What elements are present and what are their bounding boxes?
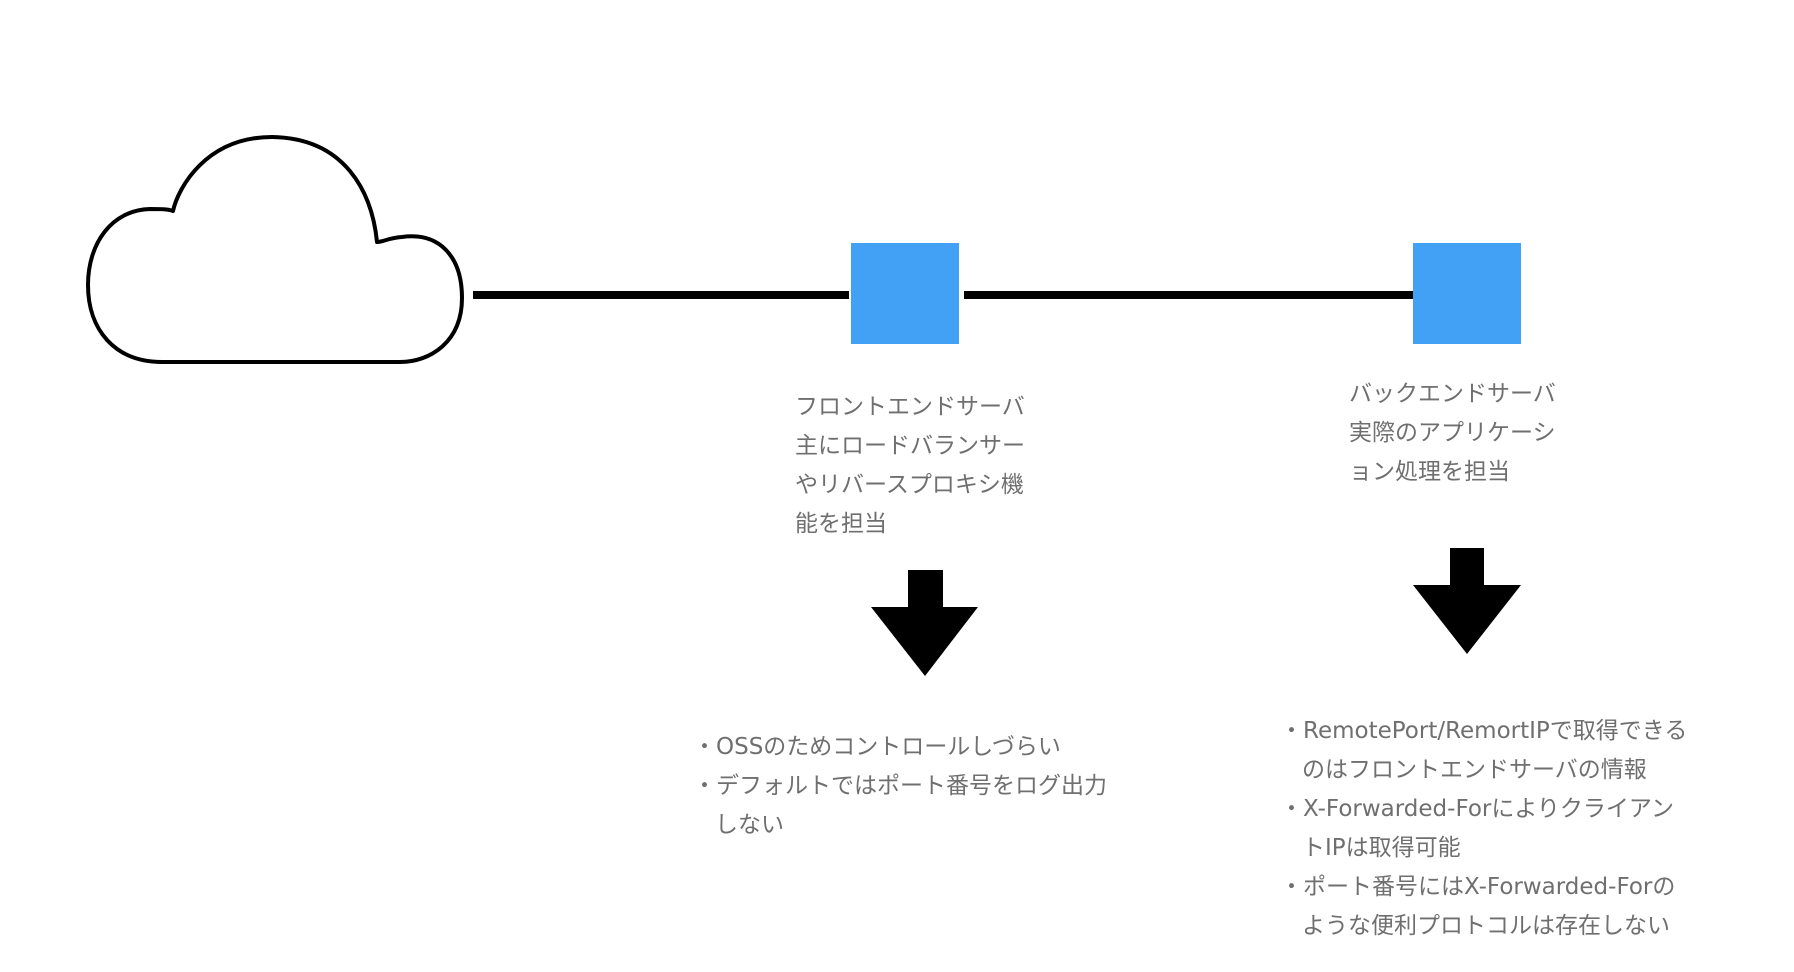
backend-note-line: トIPは取得可能 [1302, 835, 1461, 861]
frontend-note-line: しない [715, 812, 784, 838]
down-arrow-icon [871, 570, 978, 676]
cloud-icon [86, 135, 464, 364]
backend-notes: ・RemotePort/RemortIPで取得できる のはフロントエンドサーバの… [1280, 712, 1687, 946]
backend-note-line: ・ポート番号にはX-Forwarded-Forの [1280, 874, 1676, 900]
down-arrow-icon [1413, 548, 1521, 654]
frontend-description: フロントエンドサーバ 主にロードバランサー やリバースプロキシ機 能を担当 [795, 388, 1025, 544]
frontend-description-line: 能を担当 [795, 511, 887, 537]
frontend-note-line: ・OSSのためコントロールしづらい [693, 734, 1061, 760]
frontend-note-line: ・デフォルトではポート番号をログ出力 [693, 773, 1107, 799]
frontend-server-node [851, 243, 959, 344]
frontend-description-line: フロントエンドサーバ [795, 394, 1025, 420]
backend-note-line: ような便利プロトコルは存在しない [1302, 913, 1670, 939]
frontend-description-line: 主にロードバランサー [795, 433, 1025, 459]
backend-description-line: バックエンドサーバ [1349, 381, 1556, 407]
frontend-notes: ・OSSのためコントロールしづらい ・デフォルトではポート番号をログ出力 しない [693, 728, 1107, 845]
backend-note-line: ・X-Forwarded-Forによりクライアン [1280, 796, 1675, 822]
backend-description-line: ョン処理を担当 [1349, 459, 1510, 485]
backend-server-node [1413, 243, 1521, 344]
backend-note-line: のはフロントエンドサーバの情報 [1302, 757, 1647, 783]
frontend-description-line: やリバースプロキシ機 [795, 472, 1024, 498]
backend-note-line: ・RemotePort/RemortIPで取得できる [1280, 718, 1688, 744]
backend-description-line: 実際のアプリケーシ [1349, 420, 1556, 446]
backend-description: バックエンドサーバ 実際のアプリケーシ ョン処理を担当 [1349, 375, 1556, 492]
